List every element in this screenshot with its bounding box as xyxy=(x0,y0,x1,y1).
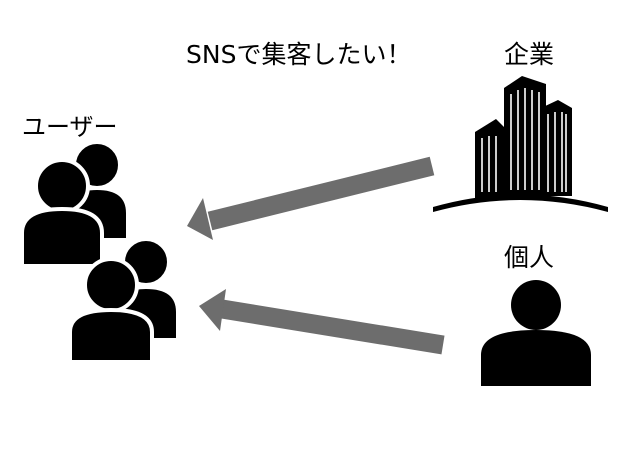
arrow-company-to-users xyxy=(187,156,435,240)
user-group-icon xyxy=(20,140,180,364)
users-label: ユーザー xyxy=(22,113,118,141)
person-icon xyxy=(481,280,591,386)
company-label: 企業 xyxy=(504,40,555,69)
office-building-icon xyxy=(433,76,608,212)
individual-label: 個人 xyxy=(504,243,555,272)
arrow-individual-to-users xyxy=(199,289,445,355)
headline: SNSで集客したい！ xyxy=(186,40,412,69)
